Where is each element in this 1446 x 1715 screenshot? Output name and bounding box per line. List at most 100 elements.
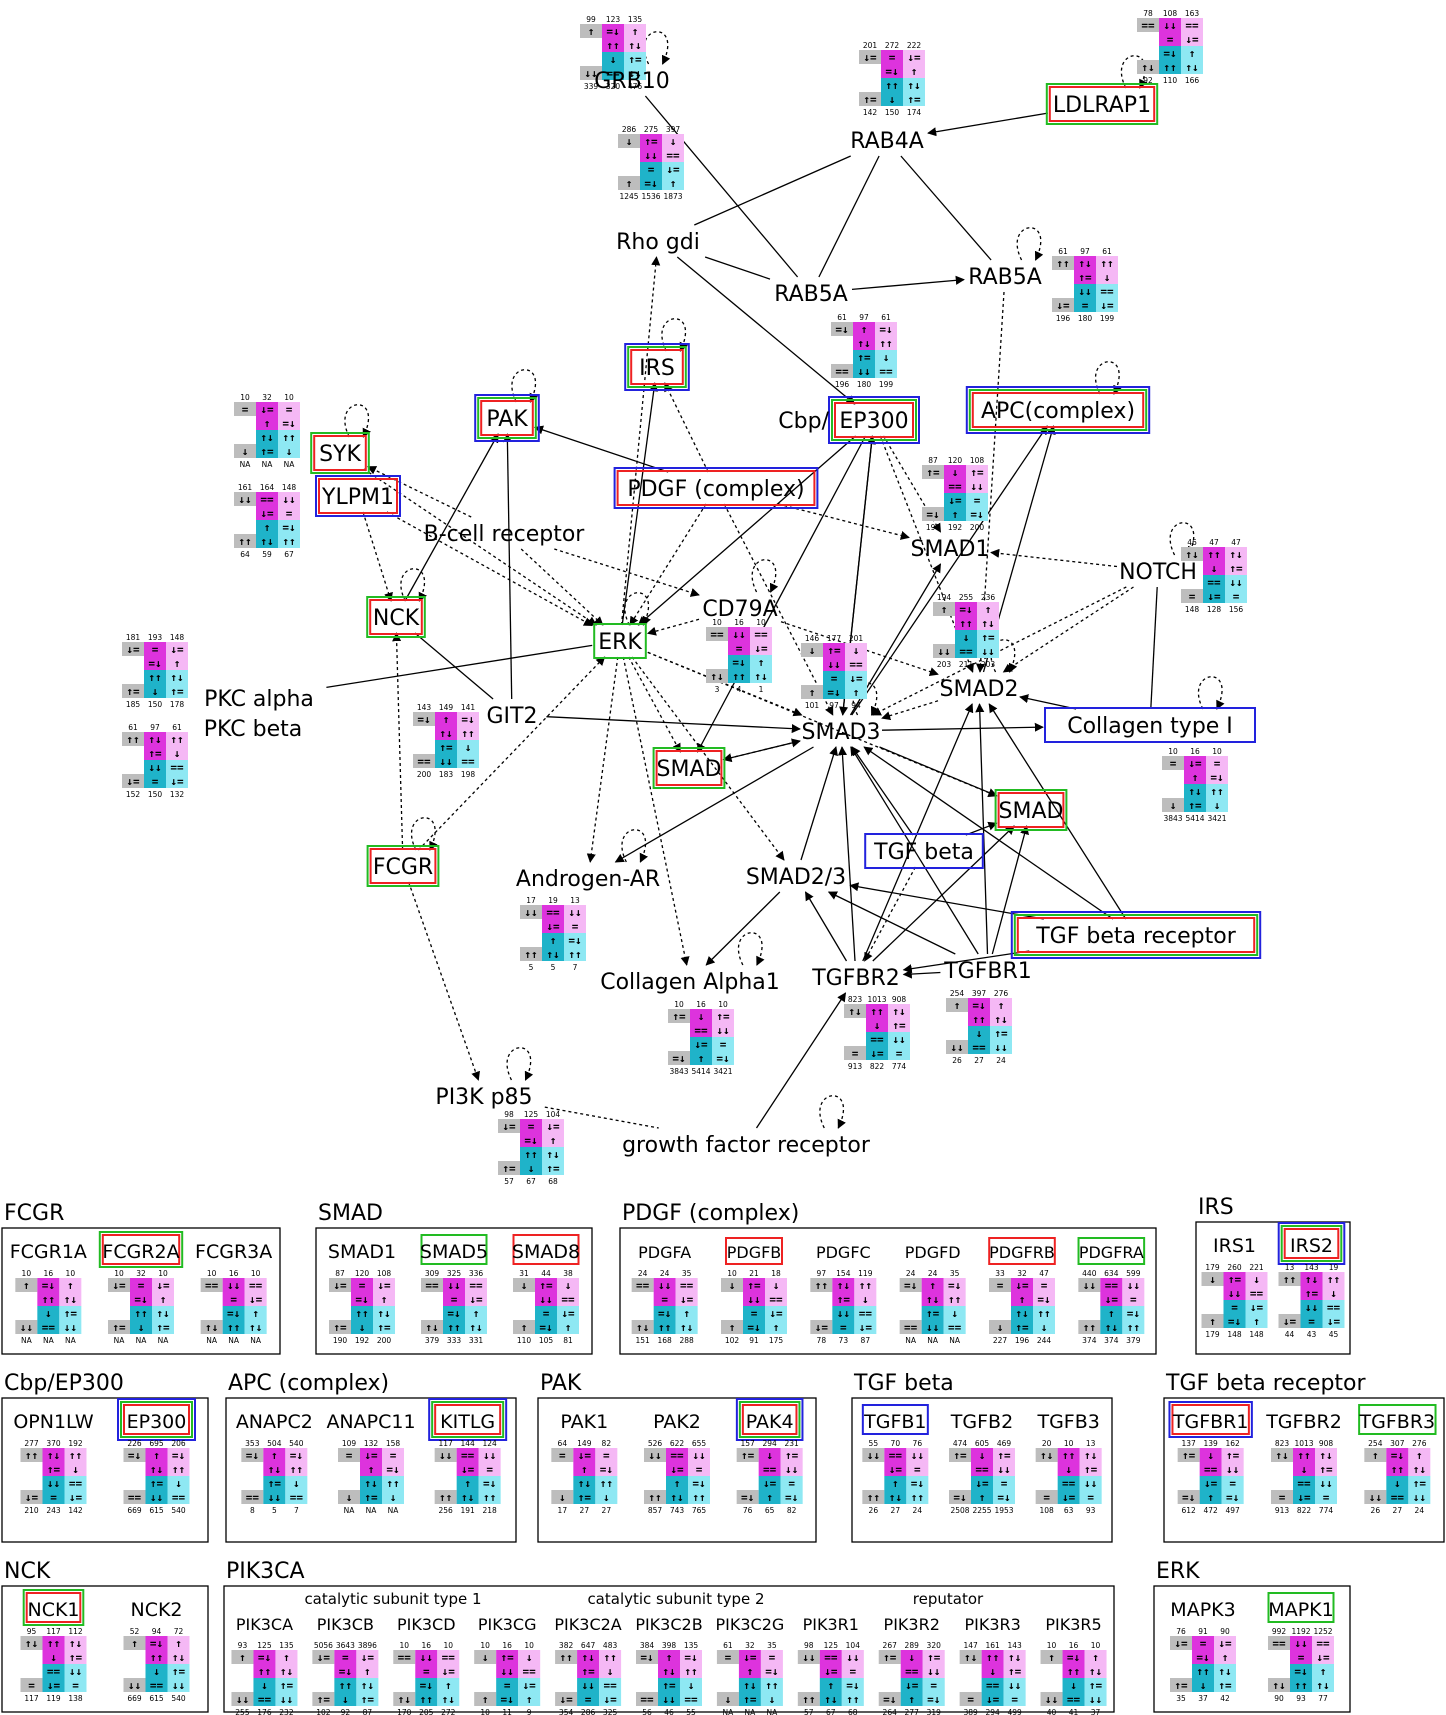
node-ldlrap1[interactable]: LDLRAP1 [1045, 83, 1159, 125]
node-rhogdi[interactable]: Rho gdi [616, 230, 700, 255]
node-tgfbr1[interactable]: TGFBR1 [943, 959, 1032, 984]
count-bottom: 612 [1182, 1506, 1197, 1515]
node-pdgf[interactable]: PDGF (complex) [613, 467, 819, 509]
node-tgfbr[interactable]: TGF beta receptor [1010, 911, 1262, 959]
node-pi3k[interactable]: PI3K p85 [435, 1085, 532, 1110]
node-label: TGF beta [873, 840, 974, 865]
node-bcell[interactable]: B-cell receptor [424, 522, 586, 547]
node-colla1[interactable]: Collagen Alpha1 [600, 970, 780, 995]
node-pkcb[interactable]: PKC beta [204, 717, 302, 742]
count-top: 108 [970, 456, 985, 465]
expression-cell [551, 1448, 574, 1462]
node-androgen[interactable]: Androgen-AR [516, 867, 660, 892]
expression-cell [373, 1306, 395, 1320]
cell-glyph: ↓↓ [716, 1024, 729, 1037]
node-ylpm1[interactable]: YLPM1 [315, 475, 401, 517]
node-apc[interactable]: APC(complex) [965, 386, 1151, 434]
node-grb10[interactable]: GRB10 [594, 69, 669, 94]
node-rab5a-1[interactable]: RAB5A [774, 282, 848, 307]
expression-cell [989, 1278, 1011, 1292]
node-erk[interactable]: ERK [593, 623, 647, 659]
node-smad3[interactable]: SMAD3 [802, 720, 881, 745]
node-gfr[interactable]: growth factor receptor [622, 1133, 871, 1158]
cell-glyph: ↑↓ [1105, 1321, 1118, 1334]
node-rab4a[interactable]: RAB4A [850, 129, 924, 154]
node-smad2[interactable]: SMAD2 [940, 677, 1019, 702]
self-loop-androgen [621, 829, 648, 863]
node-syk[interactable]: SYK [310, 432, 370, 474]
node-tgfb[interactable]: TGF beta [864, 833, 984, 869]
node-coll1[interactable]: Collagen type I [1044, 707, 1256, 743]
node-smad-a[interactable]: SMAD [652, 747, 726, 789]
node-notch[interactable]: NOTCH [1119, 560, 1197, 585]
node-rab5a-2[interactable]: RAB5A [968, 265, 1042, 290]
node-smad23[interactable]: SMAD2/3 [746, 865, 846, 890]
node-cd79a[interactable]: CD79A [702, 597, 777, 622]
node-nck[interactable]: NCK [366, 596, 426, 638]
node-pak[interactable]: PAK [474, 394, 540, 442]
expression-cell [943, 1278, 966, 1292]
node-tgfbr2[interactable]: TGFBR2 [811, 966, 900, 991]
count-bottom: 288 [680, 1336, 695, 1345]
count-bottom: 333 [447, 1336, 462, 1345]
cell-glyph: ↓↓ [857, 365, 870, 378]
gene-label: PDGFRA [1079, 1243, 1144, 1262]
count-bottom: 190 [926, 523, 941, 532]
node-git2[interactable]: GIT2 [487, 704, 538, 729]
node-pkca[interactable]: PKC alpha [204, 687, 314, 712]
cell-glyph: ↑ [581, 1463, 588, 1476]
gene-label: PDGFA [638, 1243, 691, 1262]
node-smad-b[interactable]: SMAD [994, 789, 1068, 831]
node-fcgr[interactable]: FCGR [366, 845, 440, 887]
expression-cell [360, 1462, 382, 1476]
expression-cell [278, 506, 300, 520]
node-irs[interactable]: IRS [624, 343, 690, 391]
node-smad1[interactable]: SMAD1 [911, 537, 990, 562]
